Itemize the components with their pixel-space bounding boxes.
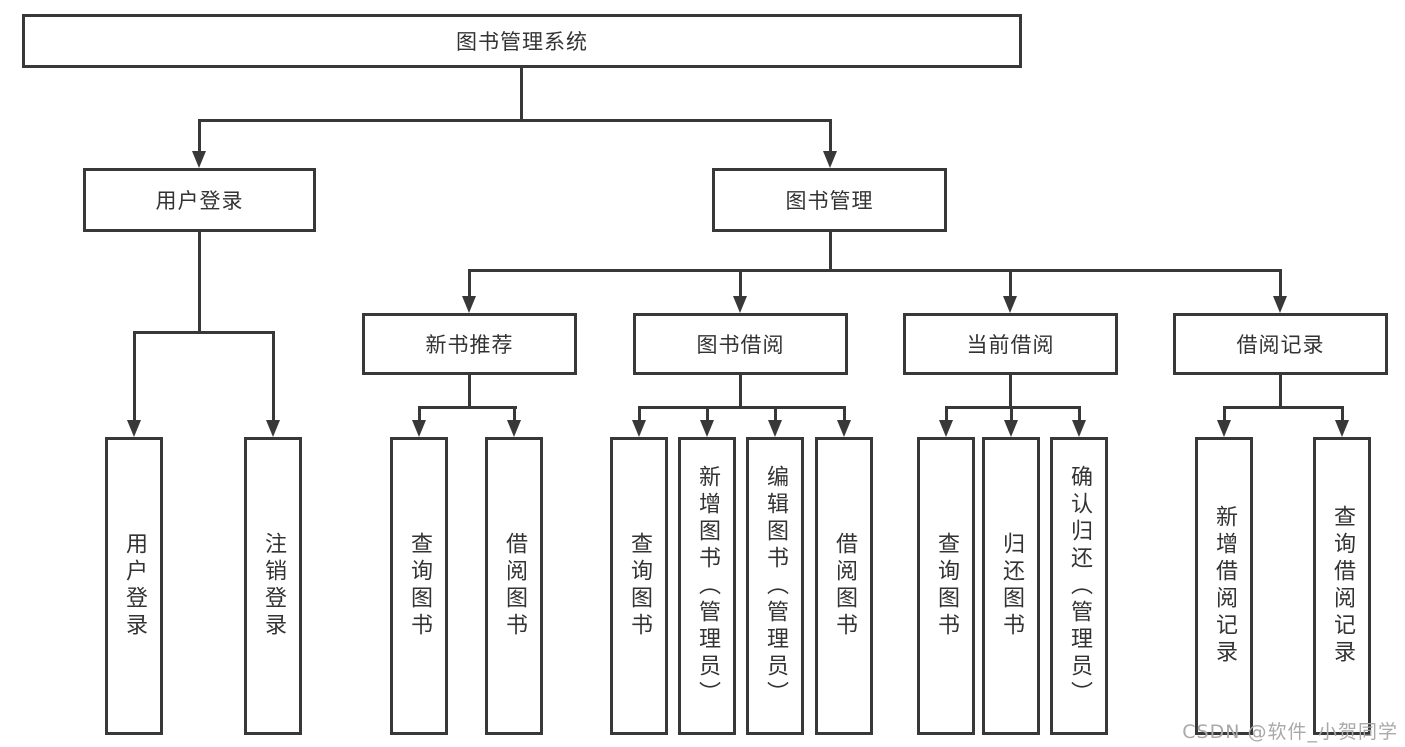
node-label: 借阅图书 bbox=[832, 532, 857, 640]
node-query-borrow-record: 查询借阅记录 bbox=[1313, 437, 1371, 735]
arrowhead-borrow2 bbox=[837, 420, 851, 437]
node-label: 归还图书 bbox=[999, 532, 1024, 640]
node-new-book-recommend: 新书推荐 bbox=[362, 313, 577, 375]
node-label: 编辑图书（管理员） bbox=[763, 464, 788, 708]
arrowhead-logout-leaf bbox=[266, 420, 280, 437]
connector-drop-add-record bbox=[1223, 406, 1226, 422]
arrowhead-return-book bbox=[1004, 420, 1018, 437]
connector-drop-query2 bbox=[638, 406, 641, 422]
node-label: 注销登录 bbox=[261, 532, 286, 640]
node-add-borrow-record: 新增借阅记录 bbox=[1195, 437, 1253, 735]
arrowhead-login-leaf bbox=[127, 420, 141, 437]
arrowhead-borrow-records bbox=[1273, 296, 1287, 313]
connector-drop-borrow-records bbox=[1279, 269, 1282, 298]
arrowhead-confirm-return bbox=[1072, 420, 1086, 437]
node-label: 用户登录 bbox=[155, 189, 244, 213]
node-label: 新书推荐 bbox=[425, 333, 514, 357]
node-borrow-books-borrow: 借阅图书 bbox=[815, 437, 873, 735]
node-label: 确认归还（管理员） bbox=[1067, 464, 1092, 708]
arrowhead-current-borrow bbox=[1003, 296, 1017, 313]
node-current-borrow: 当前借阅 bbox=[903, 313, 1118, 375]
arrowhead-query1 bbox=[412, 420, 426, 437]
node-user-login: 用户登录 bbox=[83, 168, 316, 232]
node-logout-leaf: 注销登录 bbox=[244, 437, 302, 735]
node-edit-book-admin: 编辑图书（管理员） bbox=[746, 437, 804, 735]
arrowhead-user-login bbox=[192, 151, 206, 168]
node-label: 查询图书 bbox=[407, 532, 432, 640]
node-label: 借阅图书 bbox=[502, 532, 527, 640]
connector-drop-query-record bbox=[1341, 406, 1344, 422]
arrowhead-query2 bbox=[632, 420, 646, 437]
connector-level3-hline bbox=[468, 269, 1282, 272]
node-label: 当前借阅 bbox=[966, 333, 1055, 357]
arrowhead-new-book bbox=[462, 296, 476, 313]
arrowhead-query3 bbox=[939, 420, 953, 437]
arrowhead-borrow1 bbox=[507, 420, 521, 437]
connector-drop-edit-book bbox=[774, 406, 777, 422]
node-label: 查询图书 bbox=[934, 532, 959, 640]
connector-drop-new-book bbox=[468, 269, 471, 298]
arrowhead-add-book bbox=[700, 420, 714, 437]
connector-drop-logout-leaf bbox=[272, 331, 275, 422]
connector-borrow-records-hline bbox=[1223, 406, 1344, 409]
node-query-books-recommend: 查询图书 bbox=[390, 437, 448, 735]
connector-drop-login-leaf bbox=[133, 331, 136, 422]
node-add-book-admin: 新增图书（管理员） bbox=[678, 437, 736, 735]
connector-current-borrow-hline bbox=[945, 406, 1081, 409]
connector-root-trunk bbox=[520, 68, 523, 120]
connector-drop-query1 bbox=[418, 406, 421, 422]
arrowhead-edit-book bbox=[768, 420, 782, 437]
node-user-login-leaf: 用户登录 bbox=[105, 437, 163, 735]
connector-new-book-hline bbox=[418, 406, 517, 409]
connector-drop-borrow2 bbox=[843, 406, 846, 422]
connector-drop-confirm-return bbox=[1078, 406, 1081, 422]
connector-drop-borrow1 bbox=[513, 406, 516, 422]
node-label: 新增借阅记录 bbox=[1212, 505, 1237, 667]
node-query-books-current: 查询图书 bbox=[917, 437, 975, 735]
node-book-management: 图书管理 bbox=[712, 168, 947, 232]
connector-drop-current-borrow bbox=[1009, 269, 1012, 298]
arrowhead-add-record bbox=[1217, 420, 1231, 437]
node-label: 新增图书（管理员） bbox=[695, 464, 720, 708]
connector-borrow-records-trunk bbox=[1279, 375, 1282, 409]
node-query-books-borrow: 查询图书 bbox=[610, 437, 668, 735]
connector-drop-book-borrow bbox=[739, 269, 742, 298]
node-label: 用户登录 bbox=[122, 532, 147, 640]
connector-book-borrow-trunk bbox=[739, 375, 742, 409]
arrowhead-book-borrow bbox=[733, 296, 747, 313]
node-confirm-return-admin: 确认归还（管理员） bbox=[1050, 437, 1108, 735]
node-label: 图书借阅 bbox=[696, 333, 785, 357]
connector-drop-add-book bbox=[706, 406, 709, 422]
connector-level1-hline bbox=[198, 119, 832, 122]
connector-drop-return-book bbox=[1010, 406, 1013, 422]
connector-book-management-trunk bbox=[829, 232, 832, 272]
node-return-book: 归还图书 bbox=[982, 437, 1040, 735]
arrowhead-book-management bbox=[823, 151, 837, 168]
node-label: 借阅记录 bbox=[1236, 333, 1325, 357]
connector-new-book-trunk bbox=[468, 375, 471, 409]
node-borrow-records: 借阅记录 bbox=[1173, 313, 1388, 375]
node-label: 查询借阅记录 bbox=[1330, 505, 1355, 667]
node-borrow-books-recommend: 借阅图书 bbox=[485, 437, 543, 735]
arrowhead-query-record bbox=[1335, 420, 1349, 437]
node-label: 图书管理 bbox=[785, 189, 874, 213]
connector-drop-book-management bbox=[829, 119, 832, 153]
connector-current-borrow-trunk bbox=[1009, 375, 1012, 409]
connector-book-borrow-hline bbox=[638, 406, 846, 409]
node-library-management-system: 图书管理系统 bbox=[22, 14, 1022, 68]
connector-user-login-trunk bbox=[198, 232, 201, 333]
connector-drop-query3 bbox=[945, 406, 948, 422]
connector-user-login-hline bbox=[133, 331, 275, 334]
connector-drop-user-login bbox=[198, 119, 201, 153]
node-label: 查询图书 bbox=[627, 532, 652, 640]
node-label: 图书管理系统 bbox=[456, 30, 588, 54]
node-book-borrow: 图书借阅 bbox=[633, 313, 848, 375]
